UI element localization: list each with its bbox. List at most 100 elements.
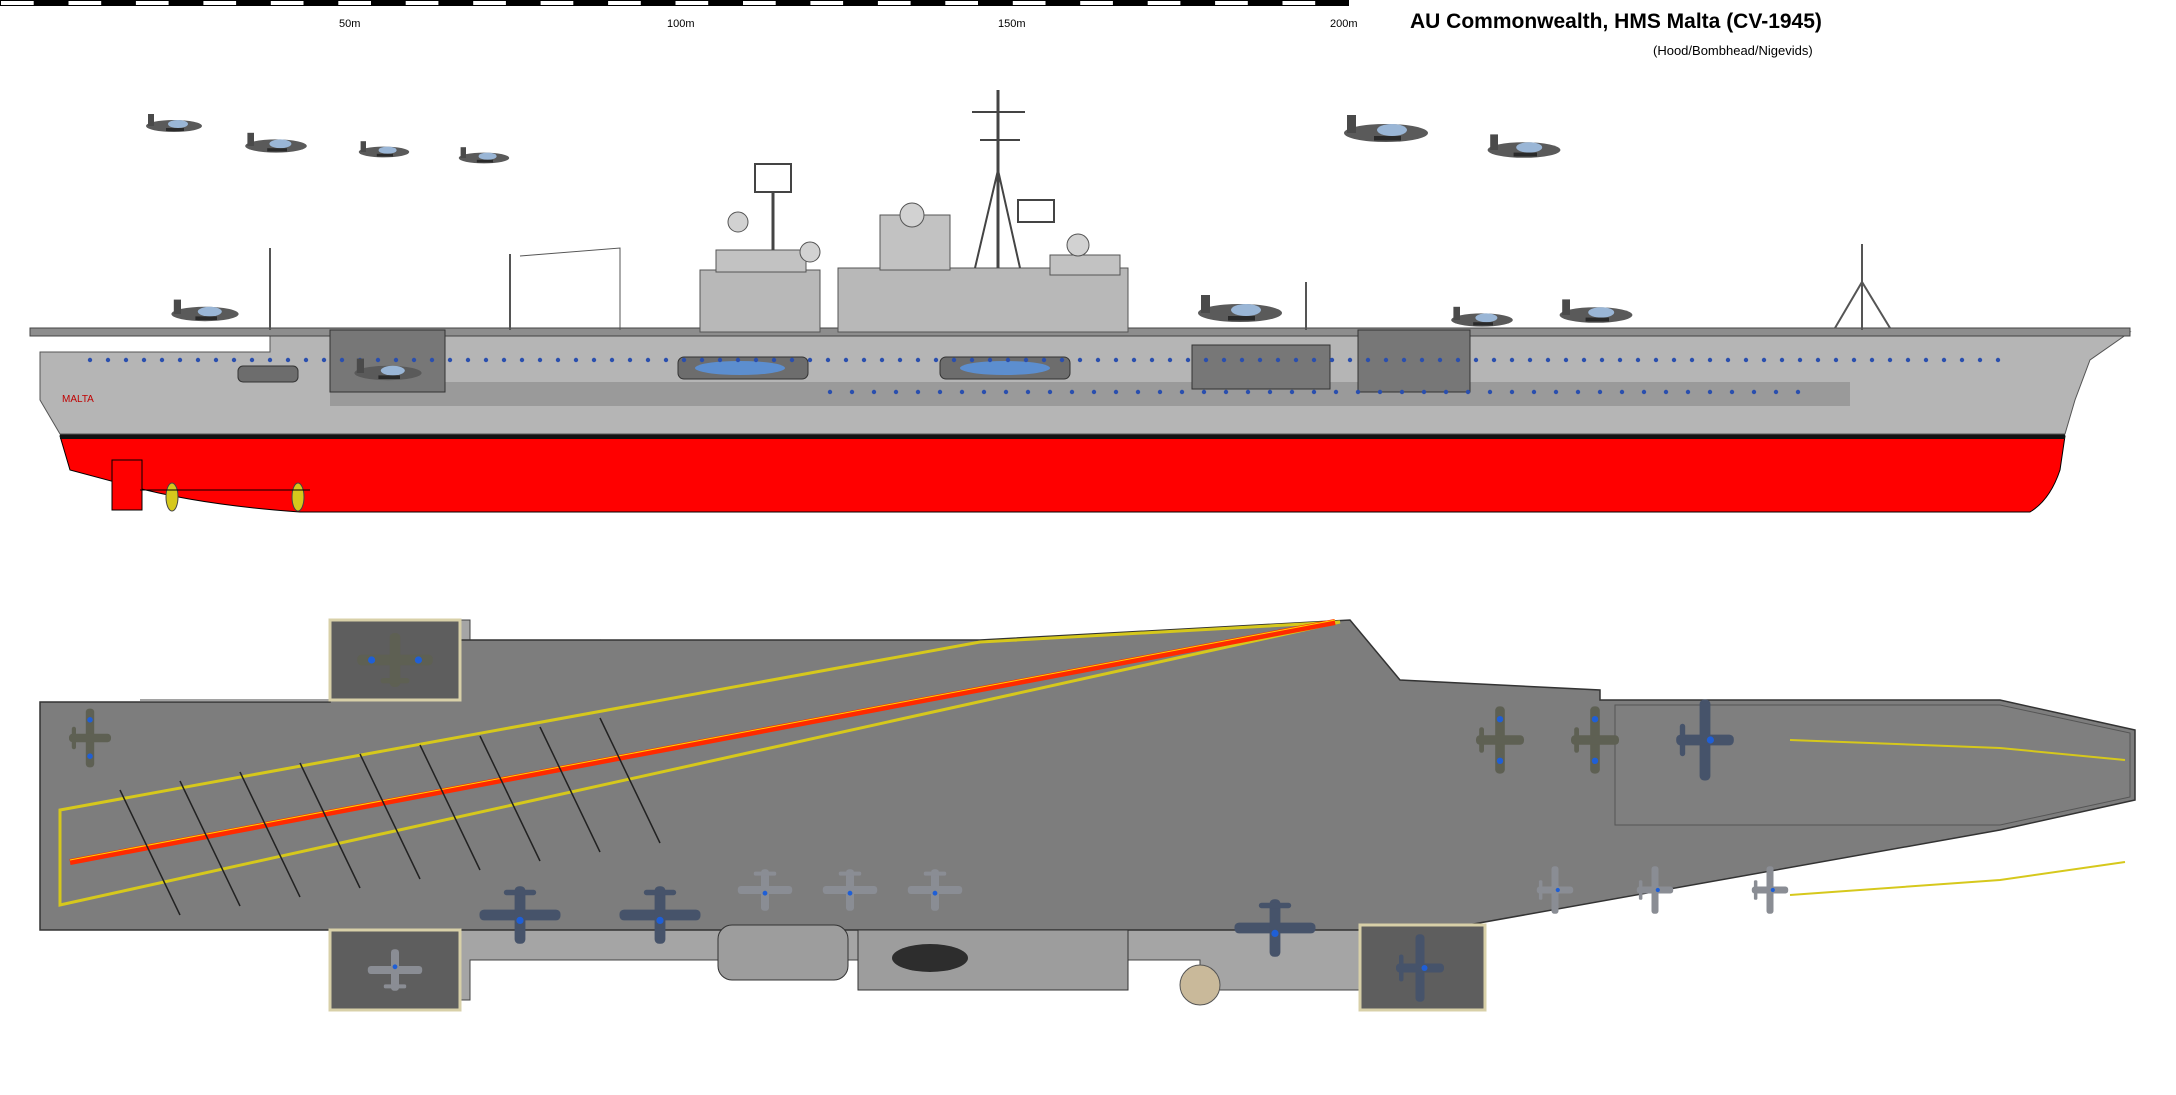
scale-bar-segment [540, 1, 574, 5]
porthole [1059, 357, 1065, 363]
island-superstructure [699, 90, 1129, 333]
porthole [1135, 389, 1141, 395]
porthole [1157, 389, 1163, 395]
porthole [1113, 389, 1119, 395]
boot-topping [60, 434, 2065, 439]
scale-bar-segment [34, 1, 68, 5]
porthole [1167, 357, 1173, 363]
porthole [951, 357, 957, 363]
aircraft-flying-2 [245, 132, 307, 153]
porthole [1887, 357, 1893, 363]
aircraft-flying-1 [146, 114, 202, 132]
porthole [1531, 389, 1537, 395]
porthole [645, 357, 651, 363]
scale-bar-segment [1147, 1, 1181, 5]
arrestor-wire [539, 726, 601, 853]
scale-bar-segment [169, 1, 203, 5]
porthole [663, 357, 669, 363]
porthole [1707, 357, 1713, 363]
scale-bar-segment [844, 1, 877, 5]
porthole [1091, 389, 1097, 395]
porthole [807, 357, 813, 363]
porthole [393, 357, 399, 363]
scale-bar-segment [776, 1, 810, 5]
porthole [1365, 357, 1371, 363]
porthole [1797, 357, 1803, 363]
aircraft-flying-5 [1344, 115, 1428, 142]
hull-dark-band [330, 382, 1850, 406]
porthole [1663, 389, 1669, 395]
scale-bar-segment [439, 1, 473, 5]
angled-deck-lines [58, 620, 1341, 907]
porthole [1003, 389, 1009, 395]
porthole [1473, 357, 1479, 363]
porthole [195, 357, 201, 363]
porthole [1399, 389, 1405, 395]
porthole [1041, 357, 1047, 363]
scale-label-200m: 200m [1330, 18, 1358, 30]
porthole [1553, 389, 1559, 395]
porthole [1311, 389, 1317, 395]
porthole [537, 357, 543, 363]
porthole [825, 357, 831, 363]
arrestor-wire [419, 744, 481, 871]
porthole [555, 357, 561, 363]
scale-bar-segment [675, 1, 709, 5]
scale-bar-segment [338, 1, 371, 5]
porthole [1419, 357, 1425, 363]
scale-bar-segment [1316, 1, 1349, 5]
flight-deck [39, 619, 2136, 931]
porthole [123, 357, 129, 363]
scale-bar-segment [641, 1, 675, 5]
porthole [1311, 357, 1317, 363]
porthole [1575, 389, 1581, 395]
porthole [699, 357, 705, 363]
scale-bar-segment [1282, 1, 1316, 5]
porthole [897, 357, 903, 363]
porthole [1959, 357, 1965, 363]
angled-deck-centerline [69, 619, 1336, 865]
scale-bar-segment [945, 1, 978, 5]
angled-deck-centerline-edge [69, 619, 1336, 861]
aircraft-on-deck-4 [1559, 299, 1633, 323]
porthole [1795, 389, 1801, 395]
porthole [1113, 357, 1119, 363]
porthole [1239, 357, 1245, 363]
scale-bar-segment [574, 1, 607, 5]
aircraft-flying-6 [1487, 134, 1561, 158]
porthole [1223, 389, 1229, 395]
porthole [681, 357, 687, 363]
scale-label-50m: 50m [339, 18, 361, 30]
porthole [1563, 357, 1569, 363]
porthole [177, 357, 183, 363]
porthole [1773, 389, 1779, 395]
porthole [933, 357, 939, 363]
scale-bar-segment [1012, 1, 1046, 5]
porthole [1833, 357, 1839, 363]
arrestor-wire [179, 780, 241, 907]
aircraft-flying-3 [358, 141, 410, 158]
arrestor-wires [119, 717, 661, 916]
porthole [501, 357, 507, 363]
porthole [1443, 389, 1449, 395]
porthole [1641, 389, 1647, 395]
porthole [1347, 357, 1353, 363]
credits: (Hood/Bombhead/Nigevids) [1653, 43, 1813, 58]
aircraft-on-deck-1 [171, 299, 239, 322]
scale-bar-segment [1080, 1, 1113, 5]
porthole [1743, 357, 1749, 363]
porthole [1725, 357, 1731, 363]
arrestor-wire [299, 762, 361, 889]
porthole [465, 357, 471, 363]
scale-bar-segment [608, 1, 641, 5]
hangar-lifts-side [329, 329, 1471, 393]
porthole [1869, 357, 1875, 363]
porthole [609, 357, 615, 363]
porthole [1383, 357, 1389, 363]
porthole [1635, 357, 1641, 363]
porthole [1267, 389, 1273, 395]
scale-bar-segment [135, 1, 169, 5]
scale-bar-segment [405, 1, 439, 5]
porthole [1619, 389, 1625, 395]
